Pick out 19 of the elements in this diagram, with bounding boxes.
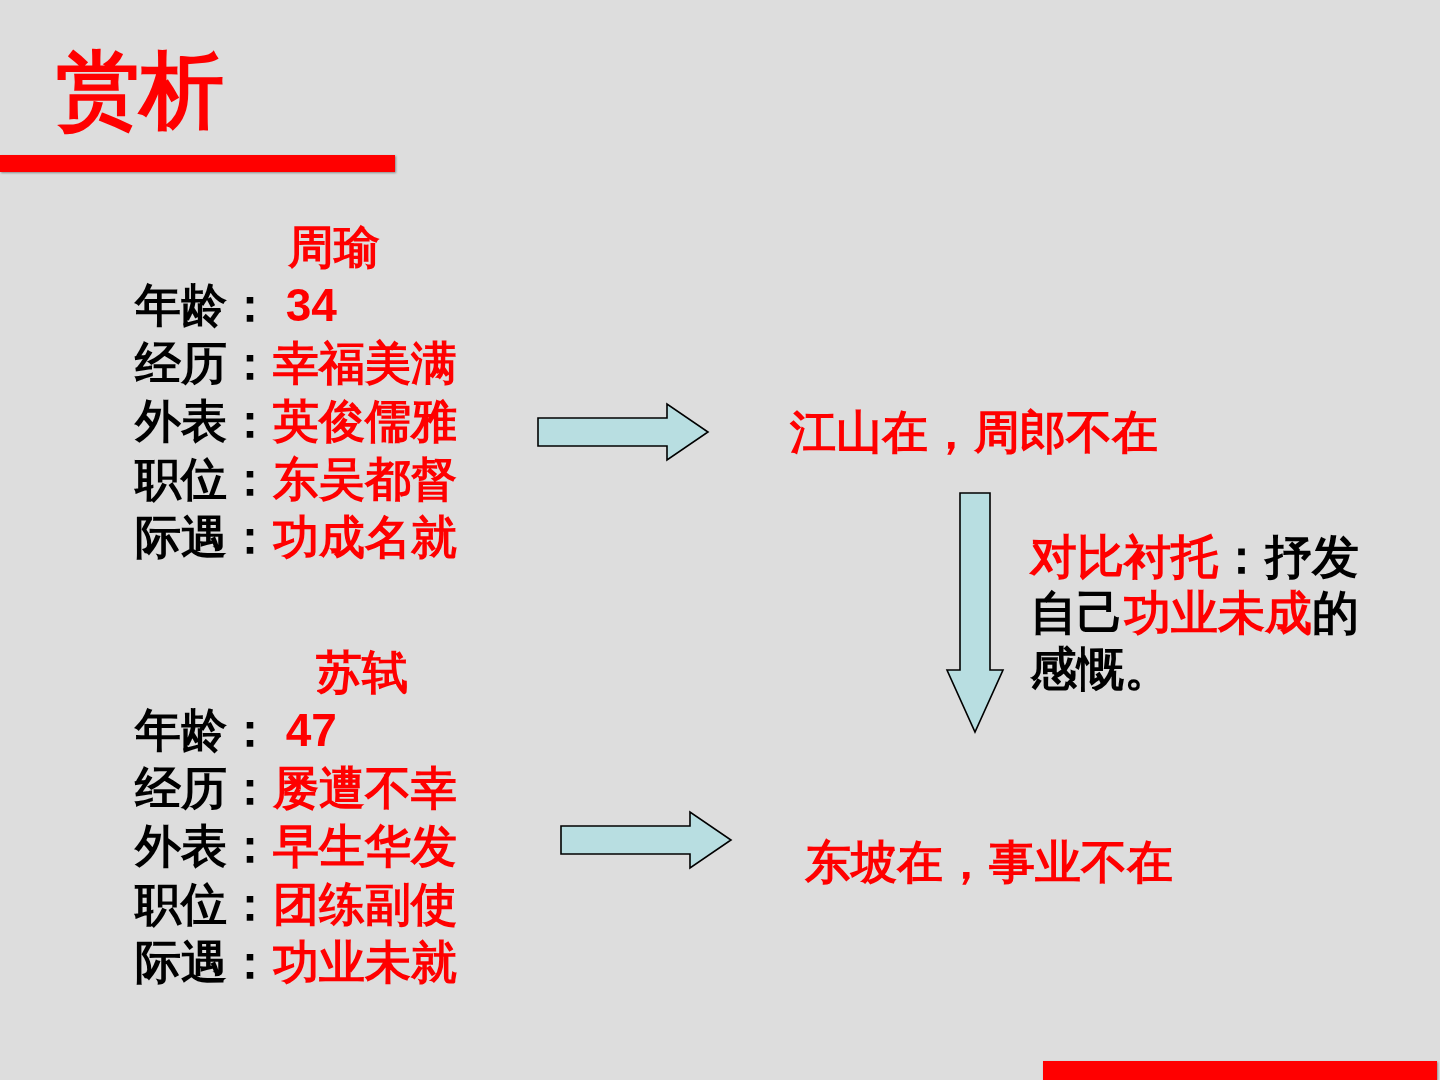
attribute-line: 外表：早生华发 bbox=[135, 819, 457, 874]
attribute-line: 经历：屡遭不幸 bbox=[135, 761, 457, 816]
attribute-line: 年龄： 47 bbox=[135, 703, 337, 758]
block-arrow bbox=[945, 492, 1005, 734]
attribute-line: 际遇：功业未就 bbox=[135, 935, 457, 990]
block-arrow bbox=[537, 402, 710, 462]
conclusion-text: 江山在，周郎不在 bbox=[790, 403, 1158, 461]
attribute-line: 职位：东吴都督 bbox=[135, 452, 457, 507]
person-name: 周瑜 bbox=[288, 220, 380, 275]
block-arrow bbox=[560, 810, 733, 870]
attribute-line: 际遇：功成名就 bbox=[135, 510, 457, 565]
slide-title: 赏析 bbox=[56, 46, 224, 135]
attribute-line: 年龄： 34 bbox=[135, 278, 337, 333]
edge-label: 对比衬托：抒发自己功业未成的感慨。 bbox=[1030, 529, 1360, 697]
attribute-line: 经历：幸福美满 bbox=[135, 336, 457, 391]
conclusion-text: 东坡在，事业不在 bbox=[805, 833, 1173, 891]
attribute-line: 外表：英俊儒雅 bbox=[135, 394, 457, 449]
attribute-line: 职位：团练副使 bbox=[135, 877, 457, 932]
person-name: 苏轼 bbox=[316, 645, 408, 700]
